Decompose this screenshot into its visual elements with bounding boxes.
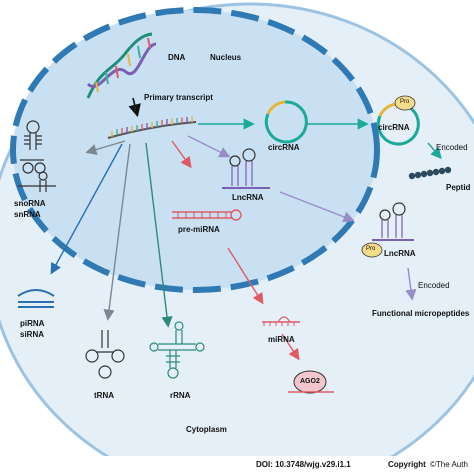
peptides-label: Peptid	[446, 183, 471, 192]
snorna-structure-icon	[18, 120, 56, 192]
lncrna-label: LncRNA	[232, 193, 264, 202]
snrna-label: snRNA	[14, 210, 41, 219]
circrna-label: circRNA	[268, 143, 300, 152]
lncrna-cytoplasm-structure-icon	[372, 202, 414, 241]
footer-copyright: Copyright	[388, 460, 426, 469]
dna-helix-icon	[86, 32, 157, 99]
arrow-to-snorna	[85, 140, 126, 155]
arrow-to-pirna	[50, 143, 123, 275]
circrna-ring-icon	[264, 100, 308, 144]
pirna-sirna-icon	[17, 289, 55, 308]
arrow-to-pre-mirna	[171, 140, 192, 169]
encoded-label-1: Encoded	[436, 143, 468, 152]
dna-label: DNA	[168, 53, 186, 62]
pro-badge-1	[394, 95, 416, 111]
footer-bar: DOI: 10.3748/wjg.v29.i1.1 Copyright ©The…	[0, 456, 474, 474]
nucleus	[10, 7, 380, 293]
rrna-label: rRNA	[170, 391, 191, 400]
ago2-label: AGO2	[300, 378, 320, 385]
pre-mirna-hairpin-icon	[172, 209, 242, 221]
arrow-circrna-to-peptide	[427, 142, 442, 160]
arrow-pre-mirna-to-mirna	[227, 247, 264, 305]
cytoplasm-label: Cytoplasm	[186, 425, 227, 434]
trna-label: tRNA	[94, 391, 114, 400]
arrow-lncrna-export	[279, 191, 355, 223]
arrow-to-trna	[103, 143, 131, 321]
rrna-structure-icon	[149, 321, 205, 379]
encoded-label-2: Encoded	[418, 281, 450, 290]
pro-label-1: Pro	[400, 99, 410, 105]
functional-micropeptides-label: Functional micropeptides	[372, 309, 470, 318]
ago2-complex-icon	[288, 370, 334, 394]
lncrna-structure-icon	[222, 148, 270, 189]
mirna-label: miRNA	[268, 335, 295, 344]
transcription-arrow	[128, 97, 141, 118]
nucleus-label: Nucleus	[210, 53, 242, 62]
arrow-lncrna-to-micropeptide	[405, 267, 417, 301]
footer-owner: ©The Auth	[430, 460, 468, 469]
sirna-label: siRNA	[20, 330, 45, 339]
circrna-cytoplasm-label: circRNA	[378, 123, 410, 132]
snorna-label: snoRNA	[14, 199, 46, 208]
primary-transcript-label: Primary transcript	[144, 93, 213, 102]
footer-doi: DOI: 10.3748/wjg.v29.i1.1	[256, 460, 351, 469]
trna-cloverleaf-icon	[85, 330, 125, 379]
pro-label-2: Pro	[366, 246, 376, 252]
pro-badge-2	[361, 242, 383, 258]
pirna-label: piRNA	[20, 319, 45, 328]
primary-transcript-strand	[107, 116, 197, 139]
arrow-to-lncrna	[187, 135, 231, 158]
mirna-strand-icon	[262, 316, 300, 326]
arrow-to-rrna	[145, 142, 173, 328]
lncrna-cytoplasm-label: LncRNA	[384, 249, 416, 258]
pre-mirna-label: pre-miRNA	[178, 225, 220, 234]
arrow-mirna-to-ago2	[281, 333, 300, 361]
peptide-chain-icon	[408, 166, 452, 180]
